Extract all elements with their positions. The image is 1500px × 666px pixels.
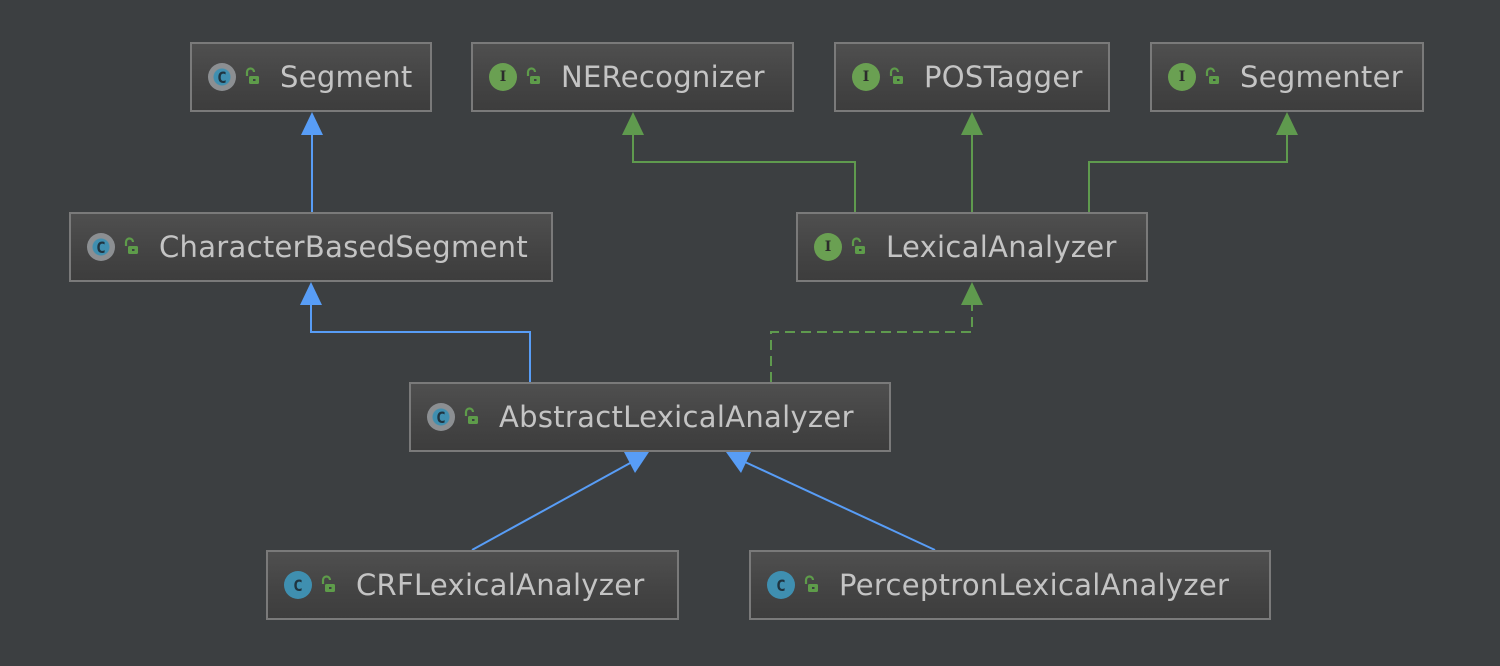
node-label: CharacterBasedSegment: [159, 230, 528, 264]
public-visibility-icon: [124, 237, 138, 254]
node-label: CRFLexicalAnalyzer: [356, 568, 645, 602]
interface-icon: I: [1168, 63, 1196, 91]
edge-perceptronlexicalanalyzer-extends-abstractlexicalanalyzer: [726, 452, 936, 551]
abstract-class-icon: C: [427, 403, 455, 431]
edge-lexicalanalyzer-extends-nerecognizer: [622, 112, 856, 212]
node-characterbasedsegment[interactable]: C CharacterBasedSegment: [69, 212, 553, 282]
node-postagger[interactable]: I POSTagger: [834, 42, 1110, 112]
node-perceptronlexicalanalyzer[interactable]: C PerceptronLexicalAnalyzer: [749, 550, 1271, 620]
edge-lexicalanalyzer-extends-segmenter: [1088, 112, 1298, 212]
class-icon: C: [767, 571, 795, 599]
node-label: NERecognizer: [561, 60, 765, 94]
public-visibility-icon: [804, 575, 818, 592]
node-lexicalanalyzer[interactable]: I LexicalAnalyzer: [796, 212, 1148, 282]
edge-lexicalanalyzer-extends-postagger: [961, 112, 983, 212]
public-visibility-icon: [1205, 67, 1219, 84]
node-crflexicalanalyzer[interactable]: C CRFLexicalAnalyzer: [266, 550, 679, 620]
node-label: Segment: [280, 60, 413, 94]
node-abstractlexicalanalyzer[interactable]: C AbstractLexicalAnalyzer: [409, 382, 891, 452]
public-visibility-icon: [851, 237, 865, 254]
node-segmenter[interactable]: I Segmenter: [1150, 42, 1424, 112]
node-label: AbstractLexicalAnalyzer: [499, 400, 854, 434]
edge-charbasedsegment-extends-segment: [301, 112, 323, 212]
node-label: Segmenter: [1240, 60, 1403, 94]
node-segment[interactable]: C Segment: [190, 42, 432, 112]
node-label: LexicalAnalyzer: [886, 230, 1117, 264]
interface-icon: I: [852, 63, 880, 91]
class-icon: C: [284, 571, 312, 599]
public-visibility-icon: [464, 407, 478, 424]
public-visibility-icon: [245, 67, 259, 84]
edge-crflexicalanalyzer-extends-abstractlexicalanalyzer: [471, 452, 649, 551]
public-visibility-icon: [889, 67, 903, 84]
node-label: POSTagger: [924, 60, 1083, 94]
interface-icon: I: [814, 233, 842, 261]
node-nerecognizer[interactable]: I NERecognizer: [471, 42, 794, 112]
abstract-class-icon: C: [87, 233, 115, 261]
public-visibility-icon: [526, 67, 540, 84]
node-label: PerceptronLexicalAnalyzer: [839, 568, 1230, 602]
public-visibility-icon: [321, 575, 335, 592]
abstract-class-icon: C: [208, 63, 236, 91]
edge-abstractlexicalanalyzer-extends-charbasedsegment: [300, 282, 531, 382]
edge-abstractlexicalanalyzer-implements-lexicalanalyzer: [770, 282, 983, 382]
interface-icon: I: [489, 63, 517, 91]
